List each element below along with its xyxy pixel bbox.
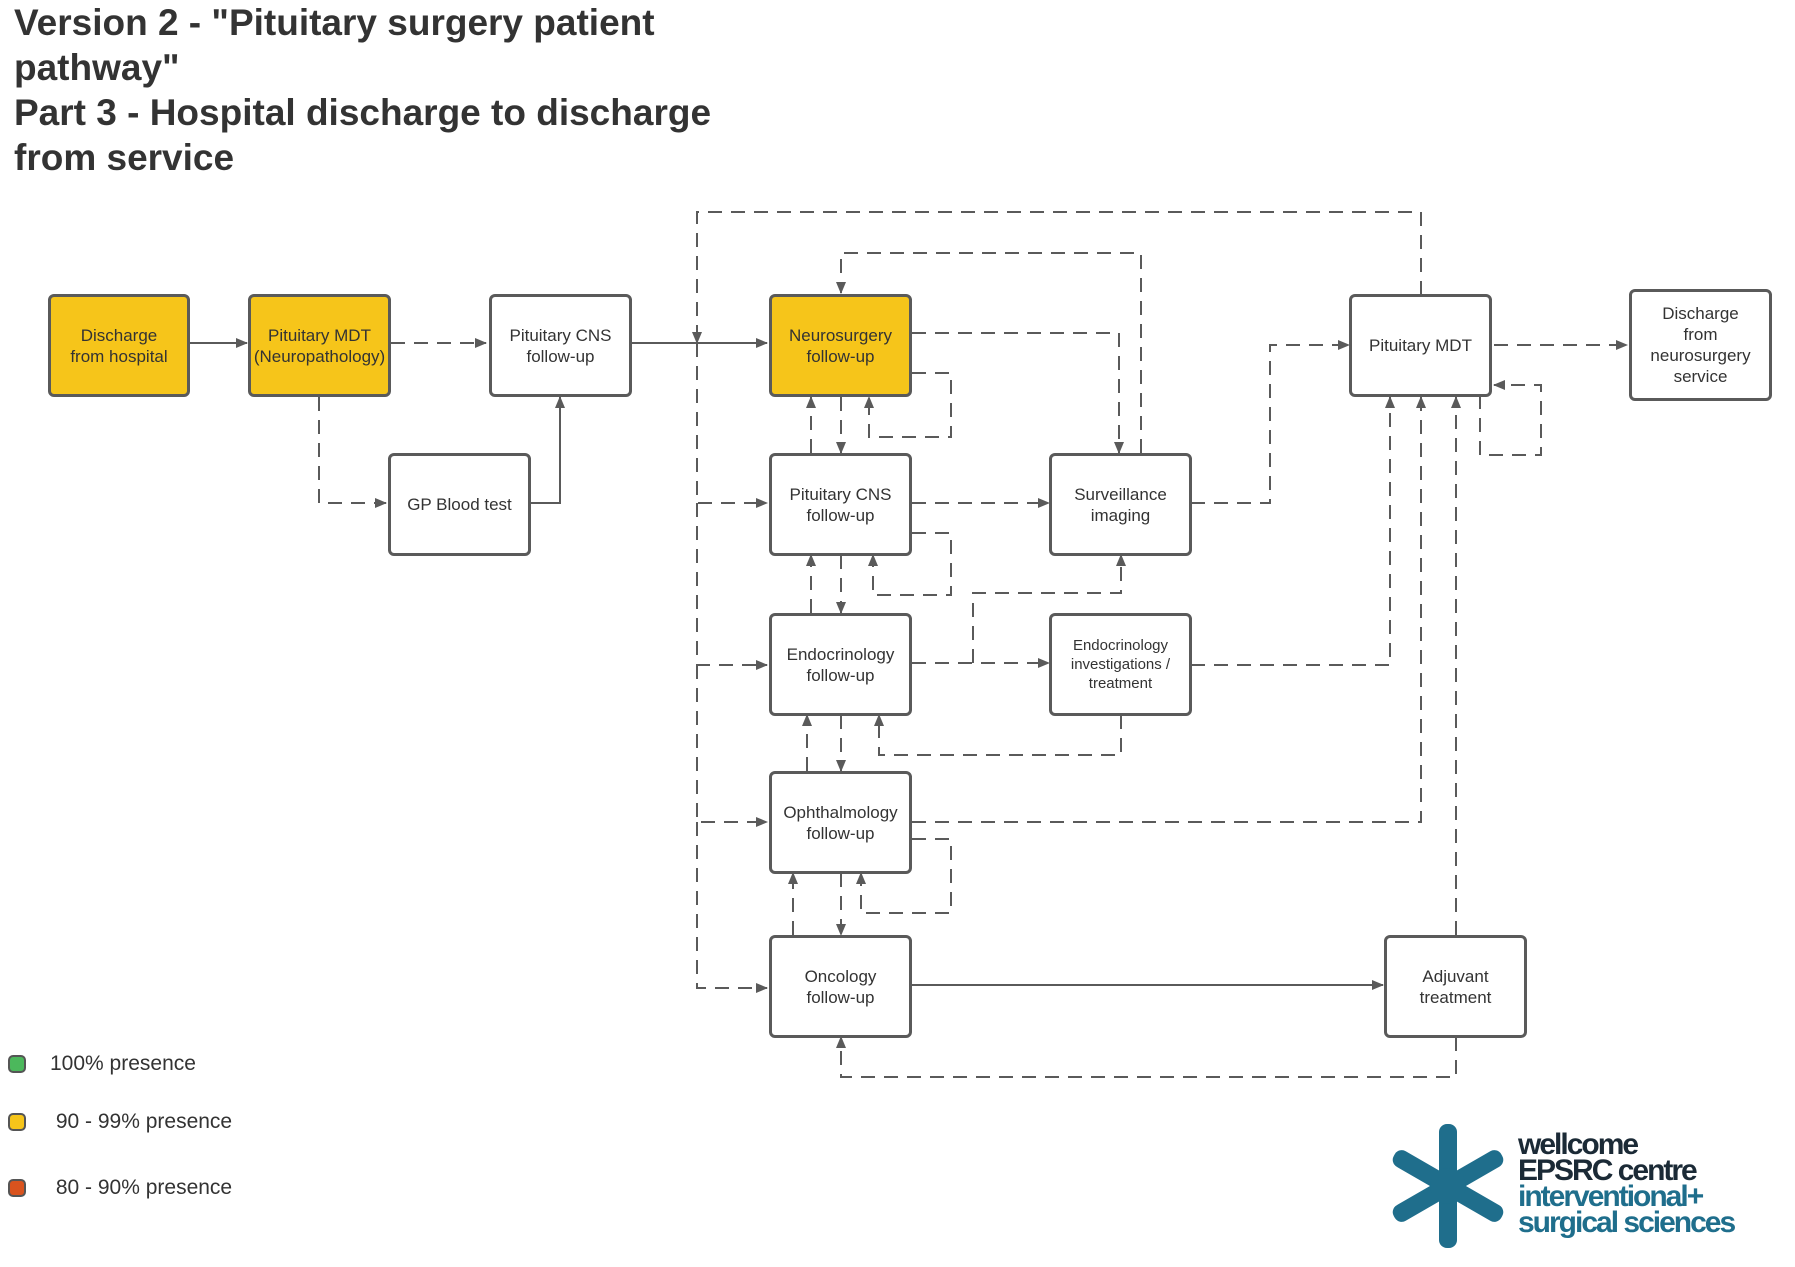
title-line-4: from service <box>14 137 235 178</box>
node-pituitary-cns-followup-1: Pituitary CNS follow-up <box>489 294 632 397</box>
legend-label: 90 - 99% presence <box>50 1110 233 1133</box>
logo-line-4: surgical sciences <box>1518 1206 1736 1239</box>
edge-surveillance-to-mdt <box>1191 340 1350 504</box>
wellcome-eps-logo: wellcome EPSRC centre interventional+ su… <box>1390 1118 1790 1258</box>
title-line-2: pathway" <box>14 47 180 88</box>
edge-investigations-to-endo <box>874 714 1122 756</box>
legend-swatch-green <box>8 1055 26 1073</box>
node-endocrinology-followup: Endocrinology follow-up <box>769 613 912 716</box>
title-line-3: Part 3 - Hospital discharge to discharge <box>14 92 712 133</box>
node-label: Adjuvant treatment <box>1419 966 1492 1007</box>
edge-bus-to-cns2 <box>696 343 768 508</box>
logo-line-3: interventional+ <box>1518 1180 1704 1213</box>
legend-item-90: 90 - 99% presence <box>8 1110 232 1134</box>
node-gp-blood-test: GP Blood test <box>388 453 531 556</box>
node-neurosurgery-followup: Neurosurgery follow-up <box>769 294 912 397</box>
edge-bus-to-endo <box>696 503 768 670</box>
node-endocrinology-investigations: Endocrinology investigations / treatment <box>1049 613 1192 716</box>
node-label: Discharge from hospital <box>70 325 168 366</box>
node-pituitary-cns-followup-2: Pituitary CNS follow-up <box>769 453 912 556</box>
node-label: Pituitary CNS follow-up <box>509 325 612 366</box>
node-label: Neurosurgery follow-up <box>789 325 892 366</box>
node-discharge-from-hospital: Discharge from hospital <box>48 294 190 397</box>
edge-bus-to-ophth <box>696 665 768 827</box>
legend-swatch-orange <box>8 1179 26 1197</box>
logo-line-2: EPSRC centre <box>1518 1154 1698 1187</box>
edge-surveillance-to-neurosurgery <box>836 252 1142 453</box>
edge-adjuvant-to-onc <box>836 1036 1457 1078</box>
legend-label: 80 - 90% presence <box>50 1176 233 1199</box>
node-label: GP Blood test <box>407 495 512 514</box>
node-pituitary-mdt: Pituitary MDT <box>1349 294 1492 397</box>
logo-wordmark: wellcome EPSRC centre interventional+ su… <box>1518 1128 1736 1239</box>
node-label: Surveillance imaging <box>1074 484 1167 525</box>
edge-ophth-to-mdt <box>912 396 1426 823</box>
node-label: Discharge from neurosurgery service <box>1650 304 1751 386</box>
node-label: Endocrinology investigations / treatment <box>1070 637 1171 692</box>
legend-item-100: 100% presence <box>8 1052 196 1076</box>
legend-label: 100% presence <box>50 1052 196 1075</box>
node-oncology-followup: Oncology follow-up <box>769 935 912 1038</box>
node-label: Ophthalmology follow-up <box>783 802 898 843</box>
node-pituitary-mdt-neuropathology: Pituitary MDT (Neuropathology) <box>248 294 391 397</box>
node-label: Pituitary MDT (Neuropathology) <box>253 325 386 366</box>
edge-cns2-self <box>868 532 952 596</box>
edge-ophth-self <box>856 838 952 914</box>
legend-swatch-yellow <box>8 1113 26 1131</box>
node-label: Oncology follow-up <box>804 966 877 1007</box>
edge-neurosurgery-to-surveillance <box>912 332 1124 454</box>
edge-mdt-self <box>1479 380 1542 456</box>
node-adjuvant-treatment: Adjuvant treatment <box>1384 935 1527 1038</box>
node-label: Pituitary MDT <box>1369 336 1472 355</box>
node-label: Pituitary CNS follow-up <box>789 484 892 525</box>
diagram-title: Version 2 - "Pituitary surgery patient p… <box>14 0 774 180</box>
logo-line-1: wellcome <box>1518 1128 1639 1161</box>
node-surveillance-imaging: Surveillance imaging <box>1049 453 1192 556</box>
edge-investigations-to-mdt <box>1191 396 1395 666</box>
edge-neurosurgery-self <box>864 372 952 438</box>
asterisk-logo-icon <box>1392 1124 1504 1248</box>
edge-mdt-top-loop <box>692 211 1422 344</box>
title-line-1: Version 2 - "Pituitary surgery patient <box>14 2 655 43</box>
node-label: Endocrinology follow-up <box>786 644 895 685</box>
node-ophthalmology-followup: Ophthalmology follow-up <box>769 771 912 874</box>
edge-mdt-to-gp <box>318 397 387 508</box>
edge-gp-to-cns <box>531 396 565 504</box>
edge-endo-to-surveillance <box>972 554 1126 663</box>
edge-bus-to-onc <box>696 822 768 993</box>
legend-item-80: 80 - 90% presence <box>8 1176 232 1200</box>
node-discharge-from-service: Discharge from neurosurgery service <box>1629 289 1772 401</box>
